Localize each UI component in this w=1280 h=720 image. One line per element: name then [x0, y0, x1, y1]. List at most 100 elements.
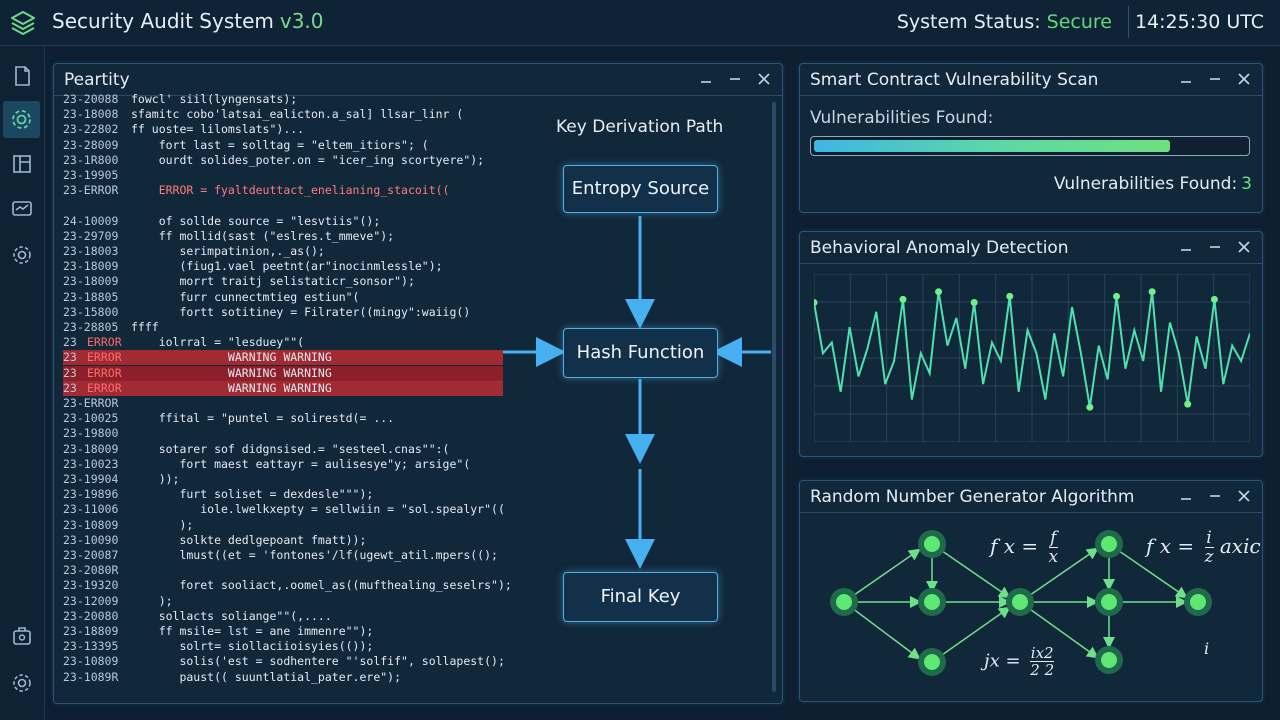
minimize-icon[interactable]: [1176, 69, 1196, 89]
code-text: fort last = solltag = "eltem_itiors"; (: [131, 137, 429, 152]
anomaly-point[interactable]: [814, 298, 818, 306]
line-number: 23-28805: [63, 320, 119, 334]
minimize-icon[interactable]: [1176, 486, 1196, 506]
anomaly-panel-header: Behavioral Anomaly Detection: [800, 232, 1262, 264]
line-number: 23-12009: [63, 593, 119, 608]
line-number: 23-15800: [63, 304, 119, 319]
line-number: 23-19905: [63, 168, 119, 182]
window-controls: [1172, 237, 1254, 257]
error-tag: ERROR: [87, 365, 122, 380]
line-number: 23-ERROR: [63, 183, 119, 198]
code-line: 23-15800 fortt sotitiney = Filrater((min…: [63, 305, 503, 320]
topbar-divider: [1128, 6, 1129, 38]
code-text: sfamitc cobo'latsai_ealicton.a_sal] llsa…: [131, 107, 464, 122]
anomaly-point[interactable]: [1210, 295, 1218, 303]
gear-bottom-icon[interactable]: [9, 670, 35, 696]
anomaly-panel: Behavioral Anomaly Detection: [799, 231, 1263, 457]
code-text: iolrral = "lesduey""(: [131, 335, 305, 350]
code-text: morrt traitj selistaticr_sonsor");: [131, 274, 415, 289]
settings-icon[interactable]: [9, 242, 35, 268]
clock: 14:25:30 UTC: [1134, 11, 1264, 33]
node-final-key[interactable]: Final Key: [563, 572, 718, 622]
code-text: ff mollid(sast ("eslres.t_mmeve");: [131, 228, 395, 243]
code-text: sollacts soliange""(,....: [131, 608, 332, 623]
code-line: 23-18809 ff msile= lst = ane immenre"");: [63, 624, 503, 639]
close-icon[interactable]: [1234, 486, 1254, 506]
line-number: 23-2080R: [63, 563, 119, 578]
maximize-icon[interactable]: [1205, 69, 1225, 89]
anomaly-point[interactable]: [899, 295, 907, 303]
anomaly-point[interactable]: [935, 288, 943, 296]
code-panel-header: Peartity: [54, 64, 782, 96]
code-text: ffital = "puntel = solirestd(= ...: [131, 411, 395, 426]
window-controls: [692, 69, 774, 89]
maximize-icon[interactable]: [725, 69, 745, 89]
code-text: foret sooliact,.oomel_as((mufthealing_se…: [131, 578, 512, 593]
minimize-icon[interactable]: [1176, 237, 1196, 257]
equation-1: f x = f x: [990, 528, 1059, 567]
code-panel-title: Peartity: [64, 70, 130, 90]
code-line: 23-10809 solis('est = sodhentere "'solfi…: [63, 654, 505, 669]
node-entropy-source[interactable]: Entropy Source: [563, 165, 718, 213]
window-controls: [1172, 486, 1254, 506]
close-icon[interactable]: [754, 69, 774, 89]
code-scrollbar[interactable]: [772, 102, 776, 692]
layout-icon[interactable]: [9, 151, 35, 177]
minimize-icon[interactable]: [696, 69, 716, 89]
anomaly-point[interactable]: [1113, 292, 1121, 300]
line-number: 23-10025: [63, 411, 119, 426]
shield-settings-icon[interactable]: [9, 624, 35, 650]
document-icon[interactable]: [9, 63, 35, 89]
code-text: solkte dedlgepoant fmatt));: [131, 532, 367, 547]
maximize-icon[interactable]: [1205, 237, 1225, 257]
monitor-icon[interactable]: [9, 196, 35, 222]
code-text: fortt sotitiney = Filrater((mingy":waiig…: [131, 304, 471, 319]
equation-2: f x = i z axic: [1146, 528, 1261, 567]
gear-icon[interactable]: [3, 101, 40, 138]
code-line: 23-13395 solrt= siollaciioisyies(());: [63, 639, 503, 654]
system-status: System Status:Secure: [896, 11, 1112, 33]
rng-panel-title: Random Number Generator Algorithm: [810, 487, 1135, 507]
code-text: WARNING WARNING: [131, 350, 332, 365]
anomaly-point[interactable]: [1148, 288, 1156, 296]
code-text: ERROR = fyaltdeuttact_enelianing_stacoit…: [131, 183, 450, 198]
line-number: 23-28009: [63, 137, 119, 152]
code-line: 23-19904 ));: [63, 472, 503, 487]
maximize-icon[interactable]: [1205, 486, 1225, 506]
code-line: 23-18009 sotarer sof didgnsised.= "seste…: [63, 442, 503, 457]
code-line: 23-18003 serimpatinion,._as();: [63, 244, 503, 259]
close-icon[interactable]: [1234, 237, 1254, 257]
code-text: ff msile= lst = ane immenre"");: [131, 624, 374, 638]
vulnerabilities-count: Vulnerabilities Found:3: [1053, 174, 1252, 194]
line-number: 23-19320: [63, 578, 119, 593]
line-number: 23-10809: [63, 654, 119, 669]
code-line: 23-18009 (fiug1.vael peetnt(ar"inocinmle…: [63, 259, 503, 274]
line-number: 24-10009: [63, 213, 119, 228]
code-line: 23-19320 foret sooliact,.oomel_as((mufth…: [63, 578, 512, 593]
line-number: 23-18003: [63, 244, 119, 258]
line-number: 23-20080: [63, 608, 119, 623]
anomaly-point[interactable]: [1184, 400, 1192, 408]
code-text: sotarer sof didgnsised.= "sesteel.cnas""…: [131, 441, 450, 456]
code-text: solis('est = sodhentere "'solfif", solla…: [131, 654, 505, 669]
anomaly-point[interactable]: [1006, 292, 1014, 300]
line-number: 23-19896: [63, 487, 119, 502]
anomaly-point[interactable]: [970, 298, 978, 306]
line-number: 23-18008: [63, 107, 119, 122]
code-line: 23-10090 solkte dedlgepoant fmatt));: [63, 533, 503, 548]
line-number: 23-1R800: [63, 152, 119, 167]
rng-panel: Random Number Generator Algorithm: [799, 480, 1263, 702]
node-hash-function[interactable]: Hash Function: [563, 328, 718, 378]
code-text: furr cunnectmtieg estiun"(: [131, 289, 360, 304]
close-icon[interactable]: [1234, 69, 1254, 89]
line-number: 23-10809: [63, 517, 119, 532]
vulnerability-panel: Smart Contract Vulnerability Scan Vulner…: [799, 63, 1263, 213]
anomaly-point[interactable]: [1086, 403, 1094, 411]
line-number: 23: [63, 335, 77, 350]
vulnerabilities-label: Vulnerabilities Found:: [810, 108, 994, 128]
